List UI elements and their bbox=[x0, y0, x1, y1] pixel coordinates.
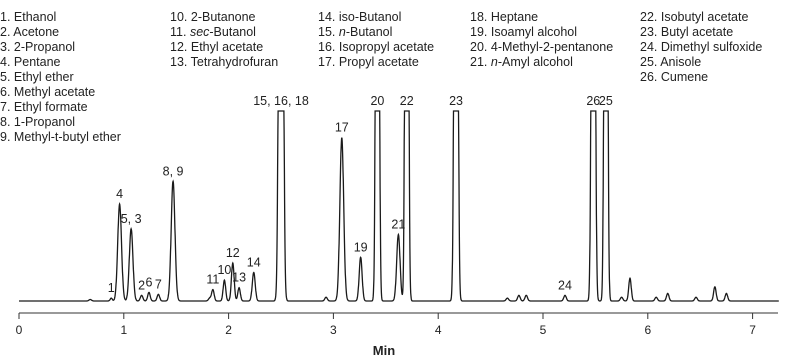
x-tick-label: 4 bbox=[435, 323, 442, 337]
legend-item: 21. n-Amyl alcohol bbox=[470, 55, 573, 69]
legend-item: 1. Ethanol bbox=[0, 10, 57, 24]
x-tick-label: 5 bbox=[540, 323, 547, 337]
peak-label: 7 bbox=[155, 277, 162, 291]
peak-label: 4 bbox=[116, 187, 123, 201]
x-tick-label: 3 bbox=[330, 323, 337, 337]
legend-item: 10. 2-Butanone bbox=[170, 10, 256, 24]
peak-label: 23 bbox=[449, 94, 463, 108]
peak-label: 5, 3 bbox=[121, 212, 142, 226]
x-tick-label: 6 bbox=[644, 323, 651, 337]
peak-label: 13 bbox=[232, 271, 246, 285]
peak-label: 11 bbox=[206, 273, 219, 287]
legend-item: 5. Ethyl ether bbox=[0, 70, 74, 84]
legend-item: 9. Methyl-t-butyl ether bbox=[0, 130, 121, 144]
legend-item: 15. n-Butanol bbox=[318, 25, 393, 39]
legend-item: 11. sec-Butanol bbox=[170, 25, 256, 39]
peak-label: 8, 9 bbox=[163, 164, 184, 178]
legend-item: 4. Pentane bbox=[0, 55, 61, 69]
legend-item: 19. Isoamyl alcohol bbox=[470, 25, 578, 39]
peak-label: 1 bbox=[108, 281, 115, 295]
legend-item: 3. 2-Propanol bbox=[0, 40, 76, 54]
x-ticks: 0 1 2 3 4 5 6 7 bbox=[16, 313, 756, 337]
peak-label: 24 bbox=[558, 278, 572, 292]
chromatogram-trace bbox=[19, 110, 779, 302]
legend-item: 13. Tetrahydrofuran bbox=[170, 55, 279, 69]
legend-item: 14. iso-Butanol bbox=[318, 10, 402, 24]
x-tick-label: 2 bbox=[225, 323, 232, 337]
peak-label: 10 bbox=[217, 263, 231, 277]
x-tick-label: 7 bbox=[749, 323, 756, 337]
legend-item: 6. Methyl acetate bbox=[0, 85, 96, 99]
peak-label: 2 bbox=[138, 278, 145, 292]
legend-item: 7. Ethyl formate bbox=[0, 100, 88, 114]
peak-label: 12 bbox=[226, 246, 240, 260]
legend-item: 23. Butyl acetate bbox=[640, 25, 734, 39]
legend-item: 12. Ethyl acetate bbox=[170, 40, 264, 54]
trace-layer bbox=[19, 110, 779, 302]
legend-item: 26. Cumene bbox=[640, 70, 709, 84]
peak-label: 20 bbox=[370, 94, 384, 108]
x-axis-label: Min bbox=[373, 343, 395, 358]
peak-label: 6 bbox=[145, 275, 152, 289]
legend-item: 8. 1-Propanol bbox=[0, 115, 76, 129]
legend-item: 2. Acetone bbox=[0, 25, 60, 39]
peak-label: 14 bbox=[247, 256, 261, 270]
legend-item: 20. 4-Methyl-2-pentanone bbox=[470, 40, 614, 54]
peak-label: 26 bbox=[586, 94, 600, 108]
legend-item: 22. Isobutyl acetate bbox=[640, 10, 749, 24]
peak-label: 22 bbox=[400, 94, 414, 108]
legend-item: 24. Dimethyl sulfoxide bbox=[640, 40, 763, 54]
peak-label: 21 bbox=[391, 218, 405, 232]
peak-label: 25 bbox=[599, 94, 613, 108]
legend-item: 25. Anisole bbox=[640, 55, 702, 69]
legend-item: 17. Propyl acetate bbox=[318, 55, 419, 69]
x-tick-label: 1 bbox=[120, 323, 127, 337]
peak-legend: 1. Ethanol 2. Acetone 3. 2-Propanol 4. P… bbox=[0, 0, 800, 160]
legend-item: 18. Heptane bbox=[470, 10, 539, 24]
peak-label: 19 bbox=[354, 240, 368, 254]
peak-label: 15, 16, 18 bbox=[253, 94, 309, 108]
legend-item: 16. Isopropyl acetate bbox=[318, 40, 435, 54]
peak-label: 17 bbox=[335, 121, 349, 135]
x-tick-label: 0 bbox=[16, 323, 23, 337]
